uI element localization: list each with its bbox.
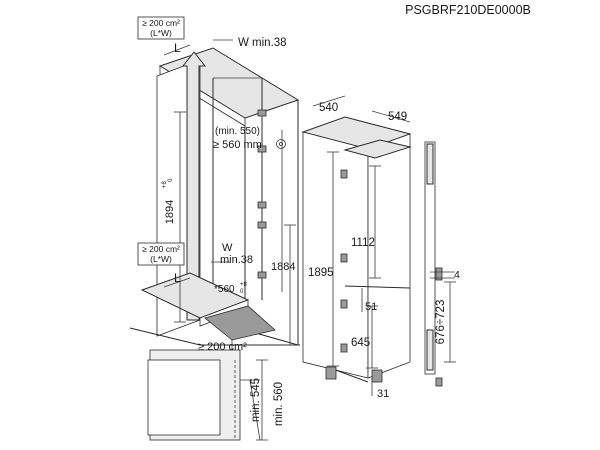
label-height-1112: 1112 bbox=[351, 237, 375, 249]
label-gap-51: 51 bbox=[365, 301, 377, 313]
vent-top-line2: (L*W) bbox=[150, 28, 172, 38]
label-width-549: 549 bbox=[388, 111, 407, 123]
label-height-645: 645 bbox=[351, 337, 370, 349]
niche-dimensions bbox=[163, 39, 296, 346]
label-L-top: L bbox=[174, 41, 181, 55]
label-height-1895: 1895 bbox=[308, 267, 334, 279]
label-min-550: (min. 550) bbox=[215, 126, 260, 137]
section-view bbox=[147, 349, 268, 441]
label-min38-bottom: min.38 bbox=[220, 254, 253, 266]
door-profile bbox=[424, 141, 456, 387]
vent-bottom-box: ≥ 200 cm² (L*W) bbox=[137, 242, 185, 266]
label-L-bottom: L bbox=[174, 271, 181, 285]
label-ge-560: ≥ 560 mm bbox=[213, 139, 262, 151]
label-gap-31: 31 bbox=[377, 388, 389, 400]
label-niche-1894-tol2: 0 bbox=[168, 178, 174, 182]
label-W-bottom: W bbox=[222, 242, 233, 254]
vent-top-box: ≥ 200 cm² (L*W) bbox=[137, 16, 185, 40]
vent-bottom-line1: ≥ 200 cm² bbox=[142, 244, 180, 254]
appliance-dimensions bbox=[312, 95, 411, 396]
model-code: PSGBRF210DE0000B bbox=[405, 3, 531, 17]
vent-top-line1: ≥ 200 cm² bbox=[142, 18, 180, 28]
label-plinth-560-tol: +8 bbox=[240, 282, 248, 288]
label-min-545: min. 545 bbox=[250, 378, 262, 422]
label-W-min-top: W min.38 bbox=[238, 37, 287, 49]
vent-bottom-line2: (L*W) bbox=[150, 254, 172, 264]
appliance bbox=[301, 116, 412, 383]
label-min-560: min. 560 bbox=[273, 382, 285, 426]
label-niche-1894-tol: +8 bbox=[162, 180, 168, 188]
info-circle-icon bbox=[276, 139, 286, 149]
label-plinth-560: *560 bbox=[214, 284, 235, 295]
label-depth-540: 540 bbox=[319, 102, 338, 114]
label-door-676-723: 676÷723 bbox=[435, 300, 447, 345]
label-niche-1884: 1884 bbox=[271, 261, 295, 273]
niche-cabinet bbox=[129, 47, 300, 350]
label-plinth-560-tol2: 0 bbox=[240, 289, 244, 295]
label-gap-4: 4 bbox=[454, 269, 460, 281]
label-niche-1894: 1894 bbox=[164, 200, 176, 224]
